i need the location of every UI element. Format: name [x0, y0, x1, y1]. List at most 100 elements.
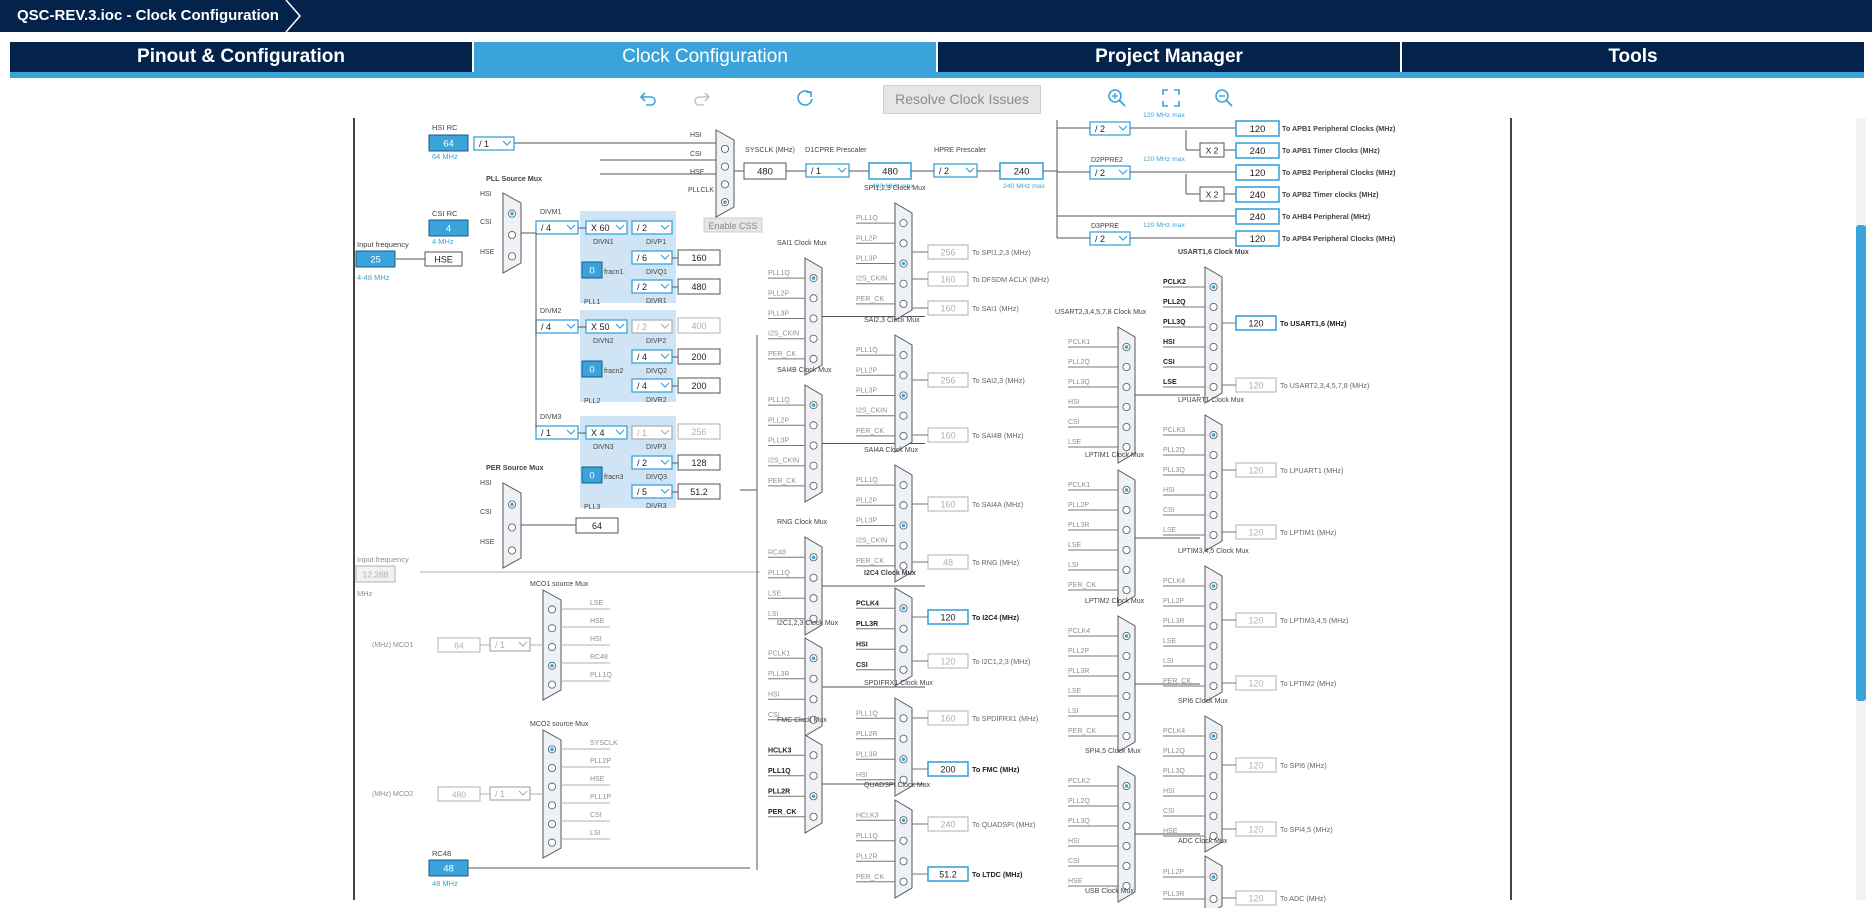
col2-output-12-output[interactable]: [927, 866, 969, 882]
col1-mux-1-option-radio[interactable]: [809, 461, 818, 470]
col2-output-1-output[interactable]: [927, 271, 969, 287]
mco1-value-box[interactable]: [437, 637, 481, 653]
col2-mux-2-option-radio[interactable]: [899, 541, 908, 550]
col4-output-3-output[interactable]: [1235, 524, 1277, 540]
col2-mux-1-option-radio[interactable]: [899, 351, 908, 360]
pll3-divq-divider[interactable]: [631, 455, 673, 470]
col4-mux-3-option-radio[interactable]: [1209, 832, 1218, 841]
col2-mux-5-option-radio[interactable]: [899, 857, 908, 866]
col4-mux-1-option-radio[interactable]: [1209, 531, 1218, 540]
hsi-divider[interactable]: [473, 136, 515, 151]
refresh-icon[interactable]: [795, 88, 815, 108]
col3-mux-2-option-radio[interactable]: [1122, 652, 1131, 661]
col3-mux-1-option-radio[interactable]: [1122, 546, 1131, 555]
hse-input-frequency-box[interactable]: [355, 250, 396, 268]
col1-mux-1-option-radio[interactable]: [809, 441, 818, 450]
pll1-divp-divider[interactable]: [631, 220, 673, 235]
i2s-input-frequency-box[interactable]: [355, 565, 396, 583]
col4-mux-1-option-radio[interactable]: [1209, 470, 1218, 479]
col1-mux-4-option-radio[interactable]: [809, 792, 818, 801]
col2-mux-3-option-radio[interactable]: [899, 604, 908, 613]
fit-to-screen-icon[interactable]: [1161, 88, 1181, 108]
system-clock-mux-option-radio[interactable]: [721, 180, 730, 189]
apb-0-output-box[interactable]: [1235, 120, 1280, 137]
pll1-fracn-box[interactable]: [581, 261, 603, 279]
col1-mux-3-option-radio[interactable]: [809, 715, 818, 724]
pll1-divq-divider[interactable]: [631, 250, 673, 265]
mco2-value-box[interactable]: [437, 786, 481, 802]
col1-mux-4-option-radio[interactable]: [809, 812, 818, 821]
col2-output-3-output[interactable]: [927, 372, 969, 388]
col4-mux-0-option-radio[interactable]: [1209, 342, 1218, 351]
hpre-divider[interactable]: [933, 163, 978, 178]
pll3-divp-output[interactable]: [677, 423, 721, 440]
mco1-source-mux-option-radio[interactable]: [548, 680, 557, 689]
col1-mux-2-option-radio[interactable]: [809, 553, 818, 562]
pll2-divn-divider[interactable]: [585, 319, 628, 334]
apb-2-output-box[interactable]: [1235, 164, 1280, 181]
pll-source-mux-option-radio[interactable]: [507, 252, 516, 261]
col2-mux-5-option-radio[interactable]: [899, 816, 908, 825]
col4-mux-0-option-radio[interactable]: [1209, 362, 1218, 371]
col4-mux-1-option-radio[interactable]: [1209, 490, 1218, 499]
col2-mux-0-option-radio[interactable]: [899, 259, 908, 268]
col3-mux-0-option-radio[interactable]: [1122, 422, 1131, 431]
col2-mux-4-option-radio[interactable]: [899, 734, 908, 743]
col4-mux-4-option-radio[interactable]: [1209, 895, 1218, 904]
pll-source-mux-option-radio[interactable]: [507, 230, 516, 239]
pll2-divq-divider[interactable]: [631, 349, 673, 364]
col1-mux-3-option-radio[interactable]: [809, 695, 818, 704]
col3-mux-2-option-radio[interactable]: [1122, 732, 1131, 741]
col2-output-7-output[interactable]: [927, 609, 969, 625]
col1-mux-2-option-radio[interactable]: [809, 573, 818, 582]
col3-mux-3-option-radio[interactable]: [1122, 862, 1131, 871]
undo-icon[interactable]: [638, 88, 658, 108]
col4-mux-1-option-radio[interactable]: [1209, 450, 1218, 459]
col4-mux-0-option-radio[interactable]: [1209, 302, 1218, 311]
col2-output-4-output[interactable]: [927, 427, 969, 443]
pll2-fracn-box[interactable]: [581, 360, 603, 378]
pll1-divq-output[interactable]: [677, 249, 721, 266]
col3-mux-0-option-radio[interactable]: [1122, 362, 1131, 371]
col4-mux-2-option-radio[interactable]: [1209, 582, 1218, 591]
col2-output-9-output[interactable]: [927, 710, 969, 726]
col3-mux-1-option-radio[interactable]: [1122, 505, 1131, 514]
apb-1-multiplier[interactable]: [1199, 142, 1225, 158]
col1-mux-0-option-radio[interactable]: [809, 354, 818, 363]
apb-4-output-box[interactable]: [1235, 208, 1280, 225]
col2-mux-4-option-radio[interactable]: [899, 714, 908, 723]
col4-mux-2-option-radio[interactable]: [1209, 622, 1218, 631]
col4-mux-2-option-radio[interactable]: [1209, 662, 1218, 671]
col2-output-5-output[interactable]: [927, 496, 969, 512]
col2-mux-0-option-radio[interactable]: [899, 299, 908, 308]
mco1-divider[interactable]: [489, 637, 531, 652]
pll1-divm-divider[interactable]: [535, 220, 579, 235]
col1-mux-0-option-radio[interactable]: [809, 334, 818, 343]
col1-mux-4-option-radio[interactable]: [809, 751, 818, 760]
col2-mux-0-option-radio[interactable]: [899, 239, 908, 248]
apb-2-divider[interactable]: [1089, 165, 1131, 180]
col3-mux-3-option-radio[interactable]: [1122, 802, 1131, 811]
apb-3-output-box[interactable]: [1235, 186, 1280, 203]
col2-output-6-output[interactable]: [927, 554, 969, 570]
sysclk-box[interactable]: [743, 162, 787, 180]
enable-css-button[interactable]: [703, 217, 763, 233]
pll3-divn-divider[interactable]: [585, 425, 628, 440]
pll3-divq-output[interactable]: [677, 454, 721, 471]
col4-output-8-output[interactable]: [1235, 890, 1277, 906]
col4-mux-0-option-radio[interactable]: [1209, 282, 1218, 291]
col2-mux-2-option-radio[interactable]: [899, 501, 908, 510]
col2-mux-0-option-radio[interactable]: [899, 219, 908, 228]
pll1-divr-divider[interactable]: [631, 279, 673, 294]
col1-mux-1-option-radio[interactable]: [809, 481, 818, 490]
system-clock-mux-option-radio[interactable]: [721, 198, 730, 207]
col3-mux-1-option-radio[interactable]: [1122, 586, 1131, 595]
pll1-divn-divider[interactable]: [585, 220, 628, 235]
mco2-source-mux-option-radio[interactable]: [548, 745, 557, 754]
col4-output-7-output[interactable]: [1235, 821, 1277, 837]
system-clock-mux-option-radio[interactable]: [721, 162, 730, 171]
col2-output-2-output[interactable]: [927, 300, 969, 316]
resolve-clock-issues-button[interactable]: Resolve Clock Issues: [883, 85, 1041, 114]
pll2-divm-divider[interactable]: [535, 319, 579, 334]
system-clock-mux-option-radio[interactable]: [721, 144, 730, 153]
